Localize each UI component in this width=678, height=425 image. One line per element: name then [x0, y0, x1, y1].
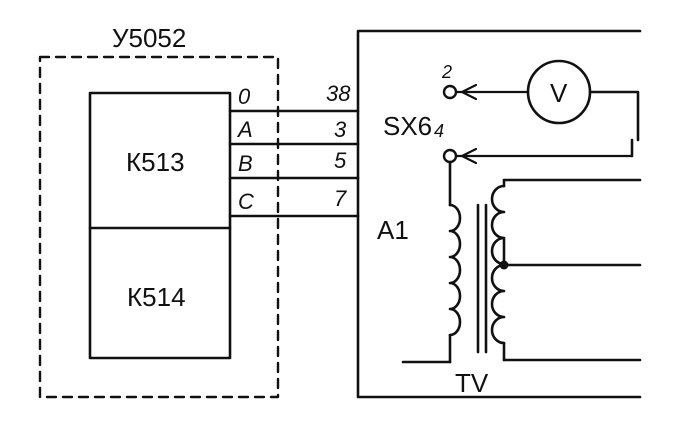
contact-2-label: 2 [441, 62, 452, 82]
contact-4-terminal [442, 148, 458, 164]
block-lower-label: К514 [127, 282, 186, 312]
contact-2-terminal [442, 84, 458, 100]
voltmeter-return-wire [588, 90, 640, 142]
phase-label-c: C [238, 189, 254, 214]
phase-label-0: 0 [238, 84, 251, 109]
terminal-number-38: 38 [326, 81, 351, 106]
terminal-number-3: 3 [334, 117, 347, 142]
secondary-upper-winding-icon [490, 184, 506, 266]
arrow-head-contact-2 [460, 83, 478, 101]
connector-label: SX6 [383, 111, 432, 141]
block-frame [88, 91, 232, 360]
device-enclosure-dashed [38, 55, 280, 399]
voltmeter-symbol: V [550, 78, 568, 108]
primary-winding-icon [448, 203, 462, 337]
transformer-label: TV [455, 368, 489, 398]
module-frame [356, 29, 642, 399]
connector-pin-label: 4 [434, 121, 444, 141]
phase-label-a: A [236, 117, 253, 142]
terminal-number-5: 5 [334, 148, 347, 173]
terminal-number-7: 7 [334, 186, 347, 211]
block-upper-label: К513 [126, 147, 185, 177]
arrow-head-contact-4 [460, 147, 478, 165]
device-title: У5052 [112, 23, 186, 53]
module-label: A1 [377, 215, 409, 245]
phase-label-b: B [238, 151, 253, 176]
secondary-lower-winding-icon [490, 263, 506, 345]
